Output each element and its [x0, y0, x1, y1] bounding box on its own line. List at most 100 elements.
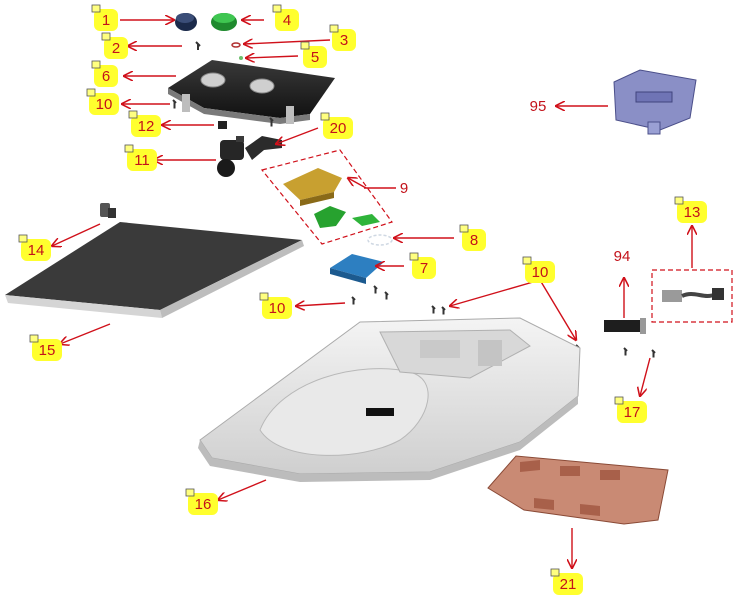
- note-icon: [674, 196, 684, 205]
- callout-21: 21: [550, 568, 583, 595]
- part-copper-plate: [487, 455, 669, 525]
- part-pin: [100, 203, 116, 218]
- callout-number: 95: [530, 98, 547, 115]
- callout-7: 7: [409, 252, 436, 279]
- callout-number: 10: [96, 96, 113, 113]
- part-module-95: [613, 69, 697, 135]
- callout-number: 14: [28, 242, 45, 259]
- callout-94: 94: [614, 248, 631, 265]
- callout-11: 11: [124, 144, 157, 171]
- note-icon: [300, 41, 310, 50]
- callout-badge: [677, 201, 707, 223]
- part-main-housing: [198, 317, 581, 482]
- callout-badge: [21, 239, 51, 261]
- callout-6: 6: [91, 60, 118, 87]
- callout-9: 9: [400, 180, 408, 197]
- callout-badge: [525, 261, 555, 283]
- callout-number: 15: [39, 342, 56, 359]
- callout-1: 1: [91, 4, 118, 31]
- part-harness-13: [651, 269, 733, 323]
- callout-10a: 10: [86, 88, 119, 115]
- note-icon: [91, 60, 101, 69]
- note-icon: [522, 256, 532, 265]
- note-icon: [329, 24, 339, 33]
- note-icon: [128, 110, 138, 119]
- callout-badge: [617, 401, 647, 423]
- note-icon: [18, 234, 28, 243]
- callout-13: 13: [674, 196, 707, 223]
- callout-5: 5: [300, 41, 327, 68]
- callout-4: 4: [272, 4, 299, 31]
- callout-10b: 10: [259, 292, 292, 319]
- callout-16: 16: [185, 488, 218, 515]
- callout-number: 7: [420, 260, 428, 277]
- callout-badge: [275, 9, 299, 31]
- callout-number: 4: [283, 12, 291, 29]
- callout-8: 8: [459, 224, 486, 251]
- note-icon: [259, 292, 269, 301]
- callout-number: 17: [624, 404, 641, 421]
- note-icon: [614, 396, 624, 405]
- callout-number: 1: [102, 12, 110, 29]
- callout-badge: [412, 257, 436, 279]
- part-knob-green: [211, 13, 237, 31]
- callout-number: 3: [340, 32, 348, 49]
- note-icon: [409, 252, 419, 261]
- part-connector-94: [604, 318, 646, 334]
- callout-badge: [188, 493, 218, 515]
- callout-badge: [104, 37, 128, 59]
- callout-number: 20: [330, 120, 347, 137]
- callout-number: 13: [684, 204, 701, 221]
- callout-2: 2: [101, 32, 128, 59]
- callout-number: 9: [400, 180, 408, 197]
- part-blue-tray: [330, 254, 384, 284]
- note-icon: [550, 568, 560, 577]
- part-oring: [367, 234, 393, 246]
- callout-number: 10: [532, 264, 549, 281]
- callout-12: 12: [128, 110, 161, 137]
- callout-badge: [262, 297, 292, 319]
- callout-badge: [94, 65, 118, 87]
- callout-badge: [32, 339, 62, 361]
- part-bezel-plate: [168, 60, 335, 124]
- callout-number: 6: [102, 68, 110, 85]
- callout-95: 95: [530, 98, 547, 115]
- callout-number: 94: [614, 248, 631, 265]
- callout-3: 3: [329, 24, 356, 51]
- callout-badge: [89, 93, 119, 115]
- callout-badge: [127, 149, 157, 171]
- part-small-screws: [195, 41, 243, 60]
- part-small-block: [218, 121, 227, 129]
- part-screws-under-bezel: [172, 99, 274, 127]
- part-knob-dark: [175, 13, 197, 31]
- note-icon: [320, 112, 330, 121]
- callout-number: 2: [112, 40, 120, 57]
- callout-number: 16: [195, 496, 212, 513]
- callout-badge: [462, 229, 486, 251]
- callout-badge: [323, 117, 353, 139]
- part-bracket: [245, 136, 282, 160]
- note-icon: [124, 144, 134, 153]
- part-actuator: [217, 136, 244, 177]
- callout-number: 12: [138, 118, 155, 135]
- note-icon: [91, 4, 101, 13]
- part-flat-panel: [5, 222, 304, 318]
- callout-badge: [303, 46, 327, 68]
- callout-badge: [131, 115, 161, 137]
- callout-14: 14: [18, 234, 51, 261]
- leader-arrows: [52, 20, 692, 568]
- callout-20: 20: [320, 112, 353, 139]
- part-9-assembly-group: [260, 149, 393, 245]
- note-icon: [459, 224, 469, 233]
- callout-number: 10: [269, 300, 286, 317]
- callout-number: 8: [470, 232, 478, 249]
- callout-15: 15: [29, 334, 62, 361]
- callout-10c: 10: [522, 256, 555, 283]
- part-screws-17: [623, 347, 656, 358]
- note-icon: [272, 4, 282, 13]
- callout-number: 5: [311, 49, 319, 66]
- callout-badge: [553, 573, 583, 595]
- callout-number: 21: [560, 576, 577, 593]
